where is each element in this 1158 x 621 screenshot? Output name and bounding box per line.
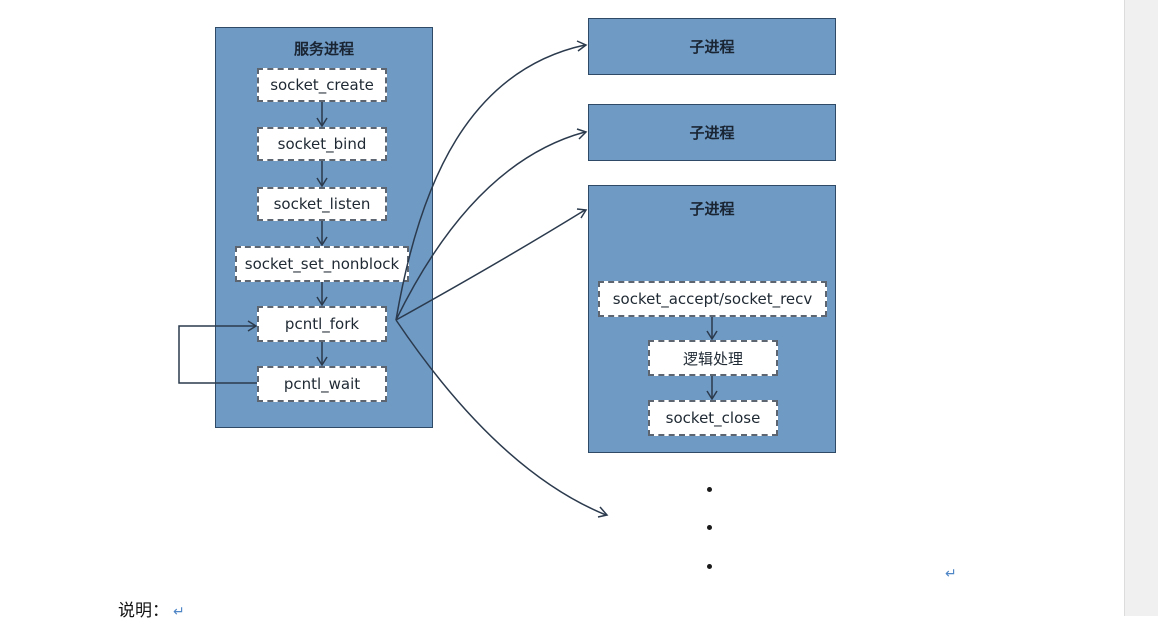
caption-text[interactable]: 说明：↵ xyxy=(118,596,185,621)
server-process-title: 服务进程 xyxy=(293,40,354,58)
ellipsis-dot-1 xyxy=(707,487,712,492)
arrowhead-listen-nonblock xyxy=(316,236,328,247)
fork-curve-more xyxy=(395,319,607,516)
child-process-panel-1: 子进程 xyxy=(588,18,836,75)
caption-label: 说明： xyxy=(118,601,169,621)
fork-curve-child-3 xyxy=(395,209,586,321)
arrowhead-fork-wait xyxy=(316,356,328,367)
fork-arrowhead-child-2 xyxy=(576,128,588,140)
child-process-panel-2: 子进程 xyxy=(588,104,836,161)
fork-curve-child-2 xyxy=(395,131,586,321)
step-socket-bind: socket_bind xyxy=(257,127,387,161)
fork-arrowhead-child-1 xyxy=(576,40,588,52)
paragraph-mark-icon: ↵ xyxy=(945,566,957,582)
step-socket-set-nonblock: socket_set_nonblock xyxy=(235,246,409,282)
arrowhead-nonblock-fork xyxy=(316,296,328,307)
loop-arrowhead xyxy=(247,320,258,332)
step-socket-listen: socket_listen xyxy=(257,187,387,221)
child-process-title-3: 子进程 xyxy=(689,200,735,218)
step-socket-create: socket_create xyxy=(257,68,387,102)
arrowhead-create-bind xyxy=(316,117,328,128)
step-pcntl-wait: pcntl_wait xyxy=(257,366,387,402)
step-pcntl-fork: pcntl_fork xyxy=(257,306,387,342)
arrowhead-logic-close xyxy=(706,390,718,401)
step-socket-close: socket_close xyxy=(648,400,778,436)
fork-curve-child-1 xyxy=(395,44,586,321)
arrowhead-bind-listen xyxy=(316,177,328,188)
caption-paragraph-mark-icon: ↵ xyxy=(173,604,185,620)
arrowhead-accept-logic xyxy=(706,330,718,341)
ellipsis-dot-2 xyxy=(707,525,712,530)
step-socket-accept-recv: socket_accept/socket_recv xyxy=(598,281,827,317)
child-process-title-2: 子进程 xyxy=(689,124,735,142)
step-logic-processing: 逻辑处理 xyxy=(648,340,778,376)
loop-wait-to-fork xyxy=(178,325,257,384)
fork-arrowhead-child-3 xyxy=(576,208,588,219)
child-process-title-1: 子进程 xyxy=(689,38,735,56)
fork-arrowhead-more xyxy=(597,506,609,518)
ellipsis-dot-3 xyxy=(707,564,712,569)
scrollbar[interactable] xyxy=(1124,0,1158,616)
